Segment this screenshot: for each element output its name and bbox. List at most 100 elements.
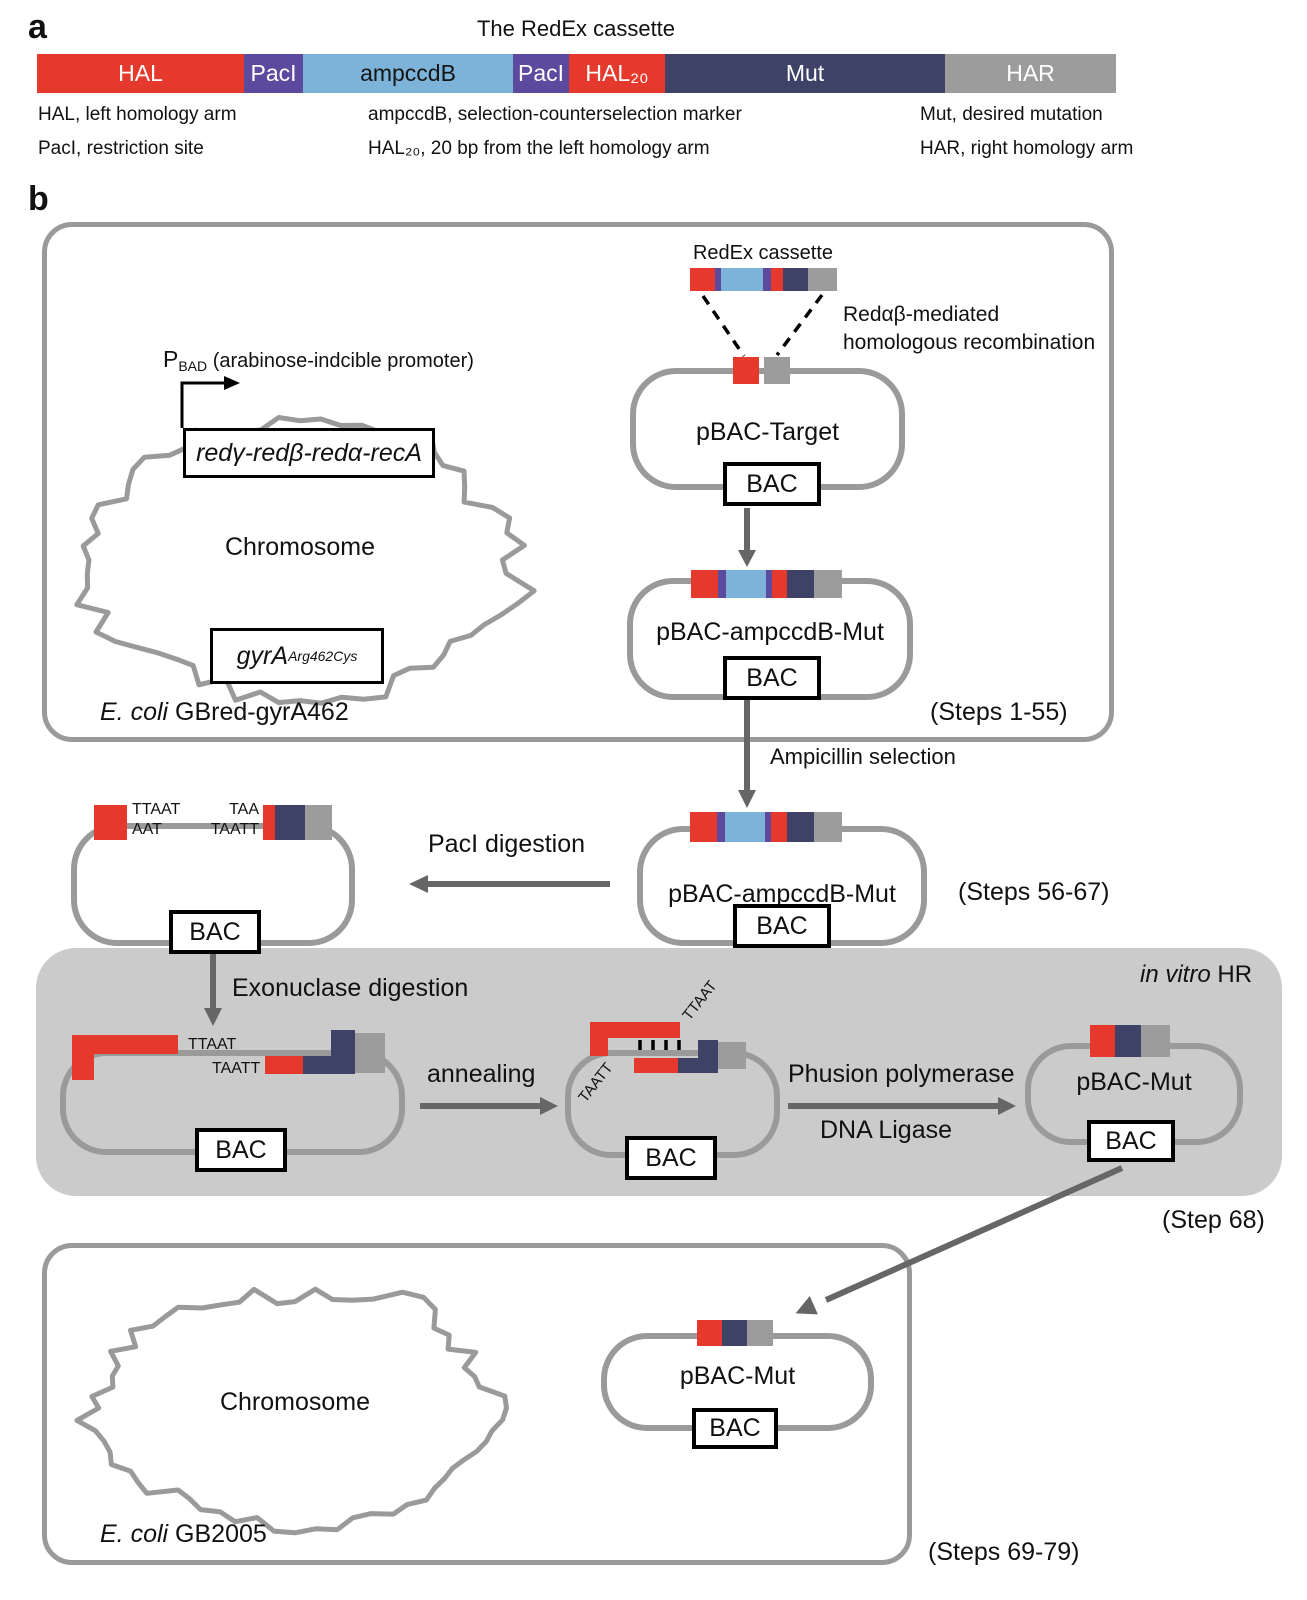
mini-seg-hal20 (771, 268, 783, 291)
legend-paci: PacI, restriction site (38, 138, 204, 159)
mini-seg-har (808, 268, 837, 291)
invitro-hr-title: in vitro HR (1140, 961, 1252, 989)
cas2-hal (690, 812, 717, 842)
mini-seg-hal (690, 268, 715, 291)
cassette-segment-paci-2-label: PacI (517, 60, 565, 86)
pbad-p: P (163, 346, 179, 372)
bac-box-7: BAC (1087, 1120, 1175, 1162)
exo-hal-overhang (72, 1035, 178, 1054)
cas2-mut (787, 812, 814, 842)
recombination-dashed-line-left (701, 295, 746, 357)
annealing-label: annealing (427, 1060, 536, 1088)
bac-box-2: BAC (723, 656, 821, 700)
recombination-label-line2: homologous recombination (843, 331, 1096, 354)
legend-hal: HAL, left homology arm (38, 104, 237, 125)
cassette-segment-har-label: HAR (1006, 60, 1055, 86)
seq-ttaat-exo: TTAAT (188, 1036, 237, 1053)
pbac-ampccdb-label-2: pBAC-ampccdB-Mut (668, 880, 896, 908)
bac-box-4: BAC (169, 910, 261, 954)
arrowhead-phusion-ligase (998, 1097, 1016, 1115)
step-68-label: (Step 68) (1162, 1206, 1265, 1234)
redex-cassette-mini-bar (690, 268, 837, 291)
cas1-mut (787, 570, 814, 598)
ecoli-gbred-cell-outline (42, 222, 1114, 742)
exo-hal20-bar (265, 1056, 303, 1074)
cassette-segment-mut-label: Mut (785, 60, 825, 86)
arrow-transformation (824, 1165, 1124, 1303)
cassette-segment-ampccdb-label: ampccdB (360, 60, 456, 86)
cassette-segment-mut: Mut (665, 54, 945, 93)
arrowhead-exonuclease (204, 1008, 222, 1026)
exo-mut-bar (303, 1056, 331, 1074)
pbac-target-har-site (764, 357, 790, 384)
invitro-italic: in vitro (1140, 961, 1211, 988)
strain-gb2005-name: GB2005 (168, 1520, 267, 1548)
strain-label-gbred: E. coli GBred-gyrA462 (100, 698, 349, 727)
seq-taatt-exo: TAATT (212, 1060, 261, 1077)
gyra-label: gyrA (236, 641, 289, 670)
cas2-paci-2 (765, 812, 771, 842)
pbac-ampccdb-cassette-2 (690, 812, 842, 842)
chromosome-2-label: Chromosome (219, 1388, 371, 1416)
gyra-mutation-label: Arg462Cys (288, 648, 358, 664)
pbac-ampccdb-cassette-1 (691, 570, 842, 598)
mini-seg-paci-2 (763, 268, 771, 291)
seq-taatt-right: TAATT (210, 821, 259, 838)
recombination-dashed-line-right (775, 293, 824, 357)
cassette-segment-hal20: HAL₂₀ (569, 54, 665, 93)
arrowhead-transformation (795, 1296, 818, 1315)
digested-hal20-sliver (263, 805, 275, 840)
steps-1-55-label: (Steps 1-55) (930, 698, 1068, 726)
strain-gbred-species: E. coli (100, 698, 169, 726)
recombination-label-line1: Redαβ-mediated (843, 303, 1000, 326)
digested-har-block (305, 805, 332, 840)
pbac-target-label: pBAC-Target (695, 418, 840, 446)
seq-ttaat-left: TTAAT (132, 801, 181, 818)
cassette-segment-har: HAR (945, 54, 1116, 93)
cas1-paci-2 (766, 570, 772, 598)
cas1-paci-1 (718, 570, 726, 598)
bac-box-5: BAC (195, 1128, 287, 1172)
legend-har: HAR, right homology arm (920, 138, 1134, 159)
seq-taa-right: TAA (229, 801, 259, 818)
cas2-ampccdb (725, 812, 765, 842)
dna-ligase-label: DNA Ligase (820, 1116, 953, 1144)
mut1-hal-block (1090, 1025, 1115, 1057)
pbad-rest: (arabinose-indcible promoter) (207, 350, 474, 372)
cas1-har (814, 570, 842, 598)
cas2-hal20 (771, 812, 787, 842)
anneal-har-block (718, 1042, 746, 1069)
seq-aat-left: AAT (132, 821, 162, 838)
paci-digestion-label: PacI digestion (428, 830, 586, 858)
mut2-mut-block (722, 1320, 747, 1346)
arrowhead-target-to-ampccdb (738, 550, 756, 567)
arrowhead-annealing (540, 1097, 558, 1115)
cas1-hal (691, 570, 718, 598)
exonuclease-digestion-label: Exonuclase digestion (232, 974, 469, 1002)
legend-hal20: HAL₂₀, 20 bp from the left homology arm (368, 138, 710, 159)
anneal-upper-strand (590, 1022, 680, 1038)
mut2-hal-block (697, 1320, 722, 1346)
steps-56-67-label: (Steps 56-67) (958, 878, 1110, 906)
anneal-lower-strand (634, 1058, 678, 1073)
pbad-promoter-label: PBAD (arabinose-indcible promoter) (163, 346, 474, 374)
pbad-sub: BAD (178, 358, 208, 374)
exo-mut-block (331, 1030, 355, 1074)
pbac-target-hal-site (733, 357, 759, 384)
chromosome-1-label: Chromosome (224, 533, 376, 561)
panel-b-label: b (28, 180, 49, 218)
invitro-rest: HR (1210, 961, 1253, 988)
redex-cassette-bar: HAL PacI ampccdB PacI HAL₂₀ Mut HAR (37, 54, 1116, 93)
legend-ampccdb: ampccdB, selection-counterselection mark… (368, 104, 742, 125)
anneal-upper-stub (590, 1022, 608, 1056)
cas2-paci-1 (717, 812, 725, 842)
chromosome-2-blob (74, 1286, 509, 1536)
mini-seg-mut (783, 268, 808, 291)
digested-mut-block (275, 805, 305, 840)
arrowhead-ampicillin-selection (738, 790, 756, 808)
cassette-segment-hal20-label: HAL₂₀ (585, 60, 649, 86)
pbac-ampccdb-label-1: pBAC-ampccdB-Mut (656, 618, 884, 646)
